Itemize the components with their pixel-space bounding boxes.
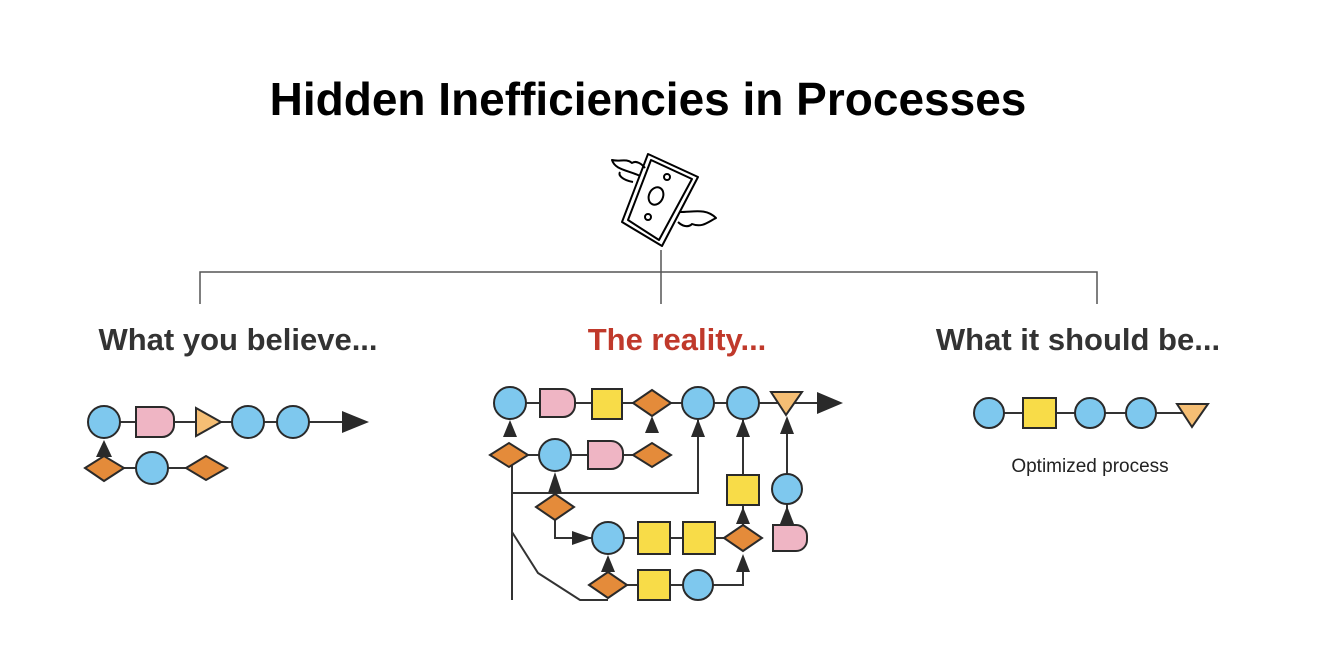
reality-process (488, 386, 843, 601)
tree-connector (199, 250, 1098, 304)
belief-process (83, 405, 369, 485)
heading-reality: The reality... (587, 322, 767, 357)
heading-ideal: What it should be... (935, 322, 1221, 357)
page-title: Hidden Inefficiencies in Processes (269, 73, 1027, 125)
optimized-caption: Optimized process (1011, 456, 1169, 477)
heading-belief: What you believe... (98, 322, 378, 357)
optimized-process (973, 397, 1210, 429)
flying-money-icon (611, 153, 717, 247)
